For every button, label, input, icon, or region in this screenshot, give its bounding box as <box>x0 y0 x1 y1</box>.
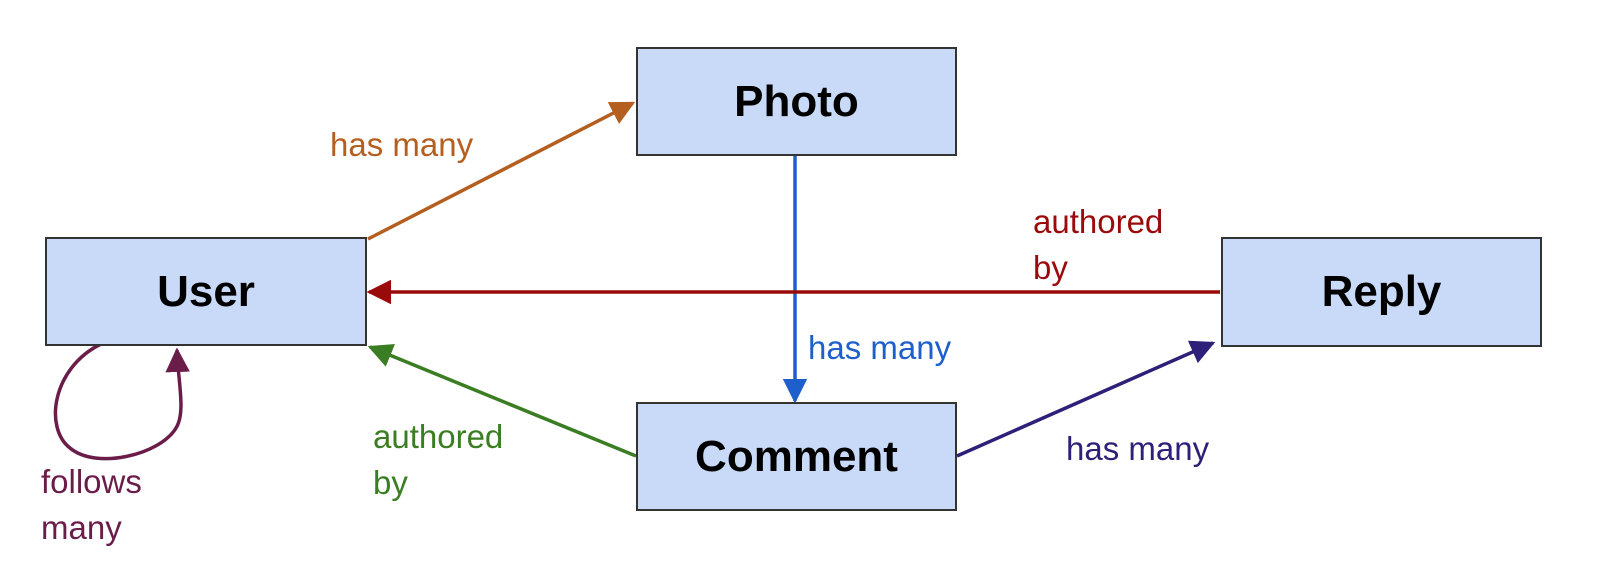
label-user-user-line2: many <box>41 509 122 546</box>
entity-photo-label: Photo <box>734 76 859 126</box>
arrow-user-has-many-photo <box>367 101 636 241</box>
label-reply-user: authored by <box>1033 199 1163 291</box>
label-user-photo-line1: has many <box>330 126 474 163</box>
arrow-comment-has-many-reply <box>956 340 1216 458</box>
label-comment-user-line2: by <box>373 464 408 501</box>
label-reply-user-line2: by <box>1033 249 1068 286</box>
label-comment-user: authored by <box>373 414 503 506</box>
label-comment-user-line1: authored <box>373 418 504 455</box>
arrow-comment-authored-by-user <box>367 344 637 458</box>
entity-reply-label: Reply <box>1321 267 1442 316</box>
entity-comment[interactable]: Comment <box>636 402 957 511</box>
entity-reply[interactable]: Reply <box>1221 237 1542 347</box>
label-comment-reply: has many <box>1066 426 1209 472</box>
label-reply-user-line1: authored <box>1033 203 1164 240</box>
label-user-user-line1: follows <box>41 463 142 500</box>
label-user-photo: has many <box>330 122 473 168</box>
label-photo-comment: has many <box>808 325 951 371</box>
label-user-user: follows many <box>41 459 142 551</box>
entity-photo[interactable]: Photo <box>636 47 957 156</box>
arrow-user-follows-many-user <box>53 342 190 461</box>
entity-user-label: User <box>157 266 255 316</box>
entity-comment-label: Comment <box>695 431 898 481</box>
entity-user[interactable]: User <box>45 237 367 346</box>
label-photo-comment-line1: has many <box>808 329 952 366</box>
label-comment-reply-line1: has many <box>1066 430 1210 467</box>
